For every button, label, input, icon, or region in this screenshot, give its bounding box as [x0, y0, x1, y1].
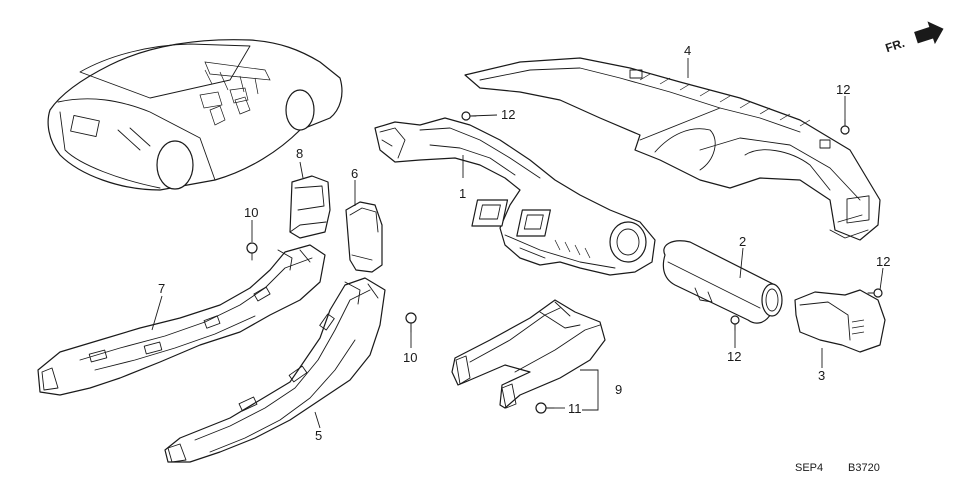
clip-10-upper	[246, 242, 258, 261]
model-code: SEP4	[795, 462, 823, 474]
part-7-rear-duct-left	[37, 244, 326, 396]
callout-12: 12	[836, 82, 850, 97]
callout-1: 1	[459, 186, 466, 201]
part-4-upper-duct	[464, 57, 881, 241]
callout-6: 6	[351, 166, 358, 181]
callout-5: 5	[315, 428, 322, 443]
part-2-cylinder-duct	[662, 240, 783, 324]
callout-11: 11	[568, 401, 582, 416]
front-direction-indicator: FR.	[884, 21, 944, 55]
front-direction-label: FR.	[884, 36, 907, 55]
vehicle-locator-sketch	[47, 39, 343, 191]
clip-11	[535, 402, 555, 414]
screw-12-d	[867, 288, 883, 298]
callout-8: 8	[296, 146, 303, 161]
callout-9: 9	[615, 382, 622, 397]
callout-12: 12	[876, 254, 890, 269]
part-9-rear-vent-ducts	[451, 299, 606, 409]
part-5-rear-duct-center	[164, 277, 386, 463]
callout-12: 12	[727, 349, 741, 364]
part-1-main-duct	[374, 117, 656, 276]
front-direction-arrow-icon	[914, 21, 944, 45]
figure-code: B3720	[848, 462, 880, 474]
callout-2: 2	[739, 234, 746, 249]
part-6-duct-joint	[345, 201, 383, 273]
callout-7: 7	[158, 281, 165, 296]
callout-12: 12	[501, 107, 515, 122]
callout-10: 10	[244, 205, 258, 220]
callout-10: 10	[403, 350, 417, 365]
leader-lines	[151, 58, 884, 429]
callout-4: 4	[684, 43, 691, 58]
callout-3: 3	[818, 368, 825, 383]
part-8-elbow	[289, 175, 331, 239]
part-3-side-vent	[794, 195, 886, 353]
